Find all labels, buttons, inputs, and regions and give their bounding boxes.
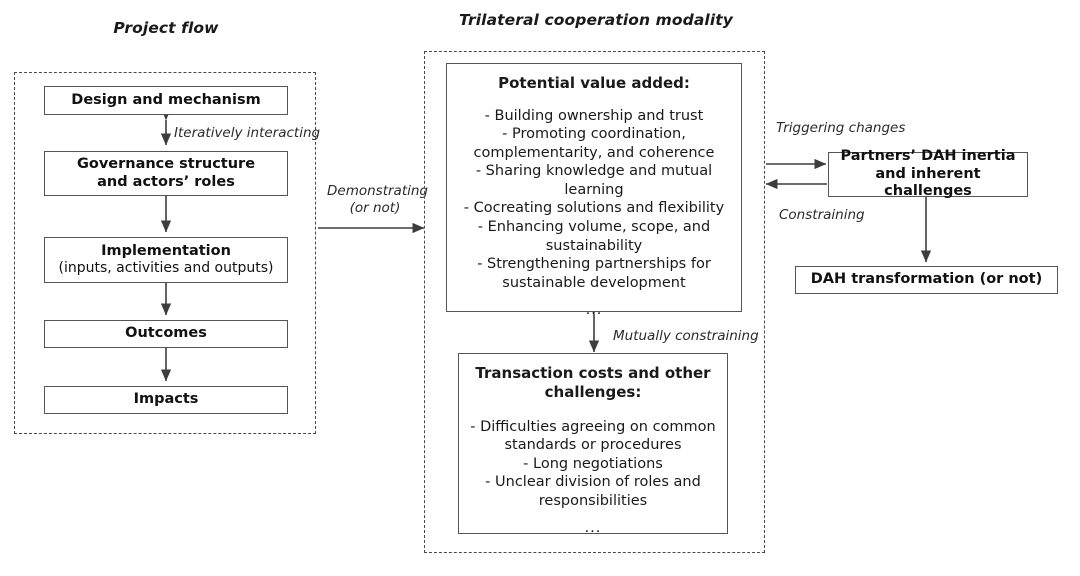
bullet-item: standards or procedures <box>504 437 682 454</box>
bullet-item: learning <box>564 181 624 198</box>
edge-label-demonstrating-line2: (or not) <box>349 200 401 216</box>
node-governance-structure[interactable]: Governance structure and actors’ roles <box>44 151 288 196</box>
box-bullets: - Difficulties agreeing on common standa… <box>470 418 715 511</box>
bullet-item: sustainability <box>545 237 643 254</box>
box-bullets: - Building ownership and trust - Promoti… <box>464 107 724 292</box>
bullet-item: - Building ownership and trust <box>484 107 704 124</box>
bullet-item: - Promoting coordination, <box>502 126 686 143</box>
node-impacts[interactable]: Impacts <box>44 386 288 414</box>
box-heading: Transaction costs and other challenges: <box>475 364 710 402</box>
trilateral-group <box>424 51 765 553</box>
node-label: Outcomes <box>125 325 207 342</box>
edge-label-demonstrating-line1: Demonstrating <box>327 183 428 199</box>
box-heading-line2: challenges: <box>544 382 642 401</box>
node-sublabel: (inputs, activities and outputs) <box>58 260 274 277</box>
bullet-item: - Strengthening partnerships for <box>477 256 711 273</box>
page-title-project-flow: Project flow <box>113 19 219 37</box>
node-dah-transformation[interactable]: DAH transformation (or not) <box>795 266 1058 294</box>
node-implementation[interactable]: Implementation (inputs, activities and o… <box>44 237 288 283</box>
node-label: Design and mechanism <box>71 91 261 108</box>
page-title-trilateral: Trilateral cooperation modality <box>459 11 733 29</box>
box-heading: Potential value added: <box>498 74 690 92</box>
bullet-item: - Sharing knowledge and mutual <box>475 163 713 180</box>
edge-label-mutually-constraining: Mutually constraining <box>613 328 759 344</box>
box-heading-line1: Transaction costs and other <box>475 364 711 382</box>
box-potential-value-added[interactable]: Potential value added: - Building owners… <box>446 63 742 318</box>
box-ellipsis: ... <box>585 302 603 319</box>
node-label-line1: Governance structure <box>76 155 256 172</box>
node-label: Implementation <box>101 242 231 259</box>
box-transaction-costs[interactable]: Transaction costs and other challenges: … <box>458 353 728 537</box>
edge-label-triggering-changes: Triggering changes <box>776 120 906 136</box>
edge-label-iteratively-interacting: Iteratively interacting <box>174 125 321 141</box>
node-label-line2: and actors’ roles <box>97 173 235 190</box>
box-ellipsis: ... <box>584 520 602 537</box>
bullet-item: - Difficulties agreeing on common <box>470 418 716 435</box>
edge-label-constraining: Constraining <box>779 207 865 223</box>
project-flow-group <box>14 72 316 434</box>
node-partners-dah-inertia[interactable]: Partners’ DAH inertia and inherent chall… <box>828 148 1028 199</box>
bullet-item: responsibilities <box>538 492 648 509</box>
node-label-line2: and inherent challenges <box>875 165 981 200</box>
node-outcomes[interactable]: Outcomes <box>44 320 288 348</box>
node-label: Impacts <box>133 391 199 408</box>
bullet-item: - Long negotiations <box>523 455 663 472</box>
node-label: DAH transformation (or not) <box>810 271 1043 288</box>
bullet-item: - Cocreating solutions and flexibility <box>463 200 725 217</box>
bullet-item: - Enhancing volume, scope, and <box>477 219 711 236</box>
node-design-and-mechanism[interactable]: Design and mechanism <box>44 86 288 115</box>
bullet-item: complementarity, and coherence <box>473 144 715 161</box>
node-label-line1: Partners’ DAH inertia <box>840 147 1016 164</box>
bullet-item: - Unclear division of roles and <box>485 474 701 491</box>
bullet-item: sustainable development <box>502 274 686 291</box>
